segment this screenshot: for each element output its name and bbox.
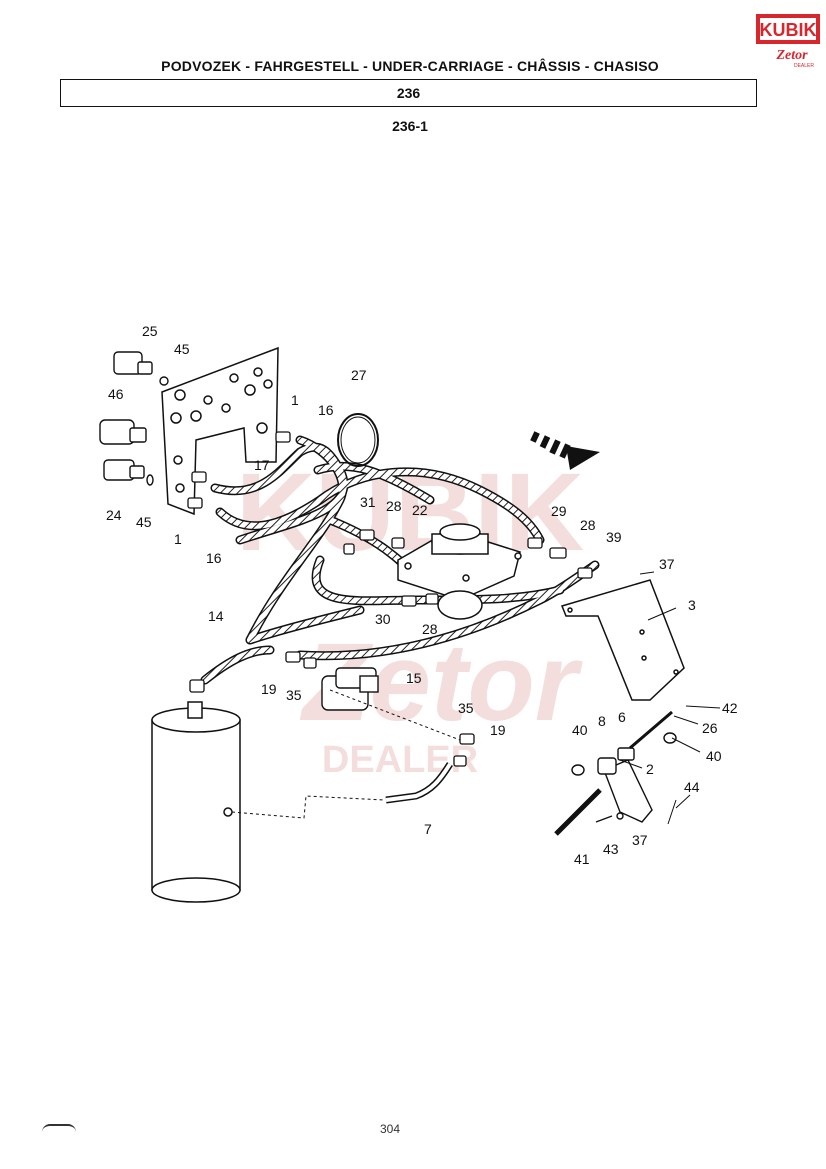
part-label: 40 [572,722,588,738]
part-label: 28 [386,498,402,514]
connection-line [231,795,385,819]
pipe-inner [385,762,452,802]
part-label: 1 [291,392,299,408]
part-label: 15 [406,670,422,686]
part-label: 31 [360,494,376,510]
connection-line-2 [329,689,461,741]
part-label: 42 [722,700,738,716]
part-label: 44 [684,779,700,795]
part-label: 7 [424,821,432,837]
subsection-number: 236-1 [392,118,428,134]
section-number-box: 236 [60,79,757,107]
part-label: 35 [458,700,474,716]
part-label: 1 [174,531,182,547]
logo-sub-text: Zetor [775,48,808,63]
part-label: 22 [412,502,428,518]
part-label: 19 [261,681,277,697]
dealer-logo: KUBIK Zetor DEALER [756,14,820,69]
part-label: 40 [706,748,722,764]
part-label: 43 [603,841,619,857]
part-label: 6 [618,709,626,725]
part-label: 35 [286,687,302,703]
part-label: 46 [108,386,124,402]
part-label: 41 [574,851,590,867]
direction-arrow [530,431,600,470]
o-ring [337,413,379,467]
section-number: 236 [396,85,421,101]
part-label: 2 [646,761,654,777]
part-label: 16 [206,550,222,566]
part-label: 45 [136,514,152,530]
watermark-tag: DEALER [322,739,478,781]
part-label: 14 [208,608,224,624]
logo-inner [760,18,816,40]
page-title: PODVOZEK - FAHRGESTELL - UNDER-CARRIAGE … [161,58,659,74]
relay-valve [321,667,379,711]
logo-brand-text: KUBIK [760,20,817,40]
brake-valve [397,523,522,620]
hoses [200,435,600,685]
hose-fittings [187,431,593,767]
part-label: 37 [632,832,648,848]
mounting-plate [161,346,279,516]
part-label: 29 [551,503,567,519]
part-label: 24 [106,507,122,523]
lever-assembly [554,710,677,836]
air-tank [151,701,241,903]
part-label: 8 [598,713,606,729]
coupling-heads [99,351,169,486]
part-label: 28 [422,621,438,637]
mounting-bracket [560,579,685,701]
o-ring-inner [340,416,376,464]
part-label: 3 [688,597,696,613]
watermark: KUBIK Zetor DEALER [236,451,584,781]
page-number: 304 [380,1122,401,1136]
part-label: 37 [659,556,675,572]
footer-mark [42,1124,76,1134]
part-label: 27 [351,367,367,383]
part-label: 39 [606,529,622,545]
leader-lines [619,571,721,809]
part-label: 45 [174,341,190,357]
part-labels: 25 45 46 1 16 27 17 24 45 1 16 31 28 22 … [106,323,738,867]
logo-tag-text: DEALER [794,63,814,69]
part-label: 26 [702,720,718,736]
part-label: 28 [580,517,596,533]
part-label: 17 [254,457,270,473]
part-label: 25 [142,323,158,339]
part-label: 19 [490,722,506,738]
part-label: 30 [375,611,391,627]
part-label: 16 [318,402,334,418]
